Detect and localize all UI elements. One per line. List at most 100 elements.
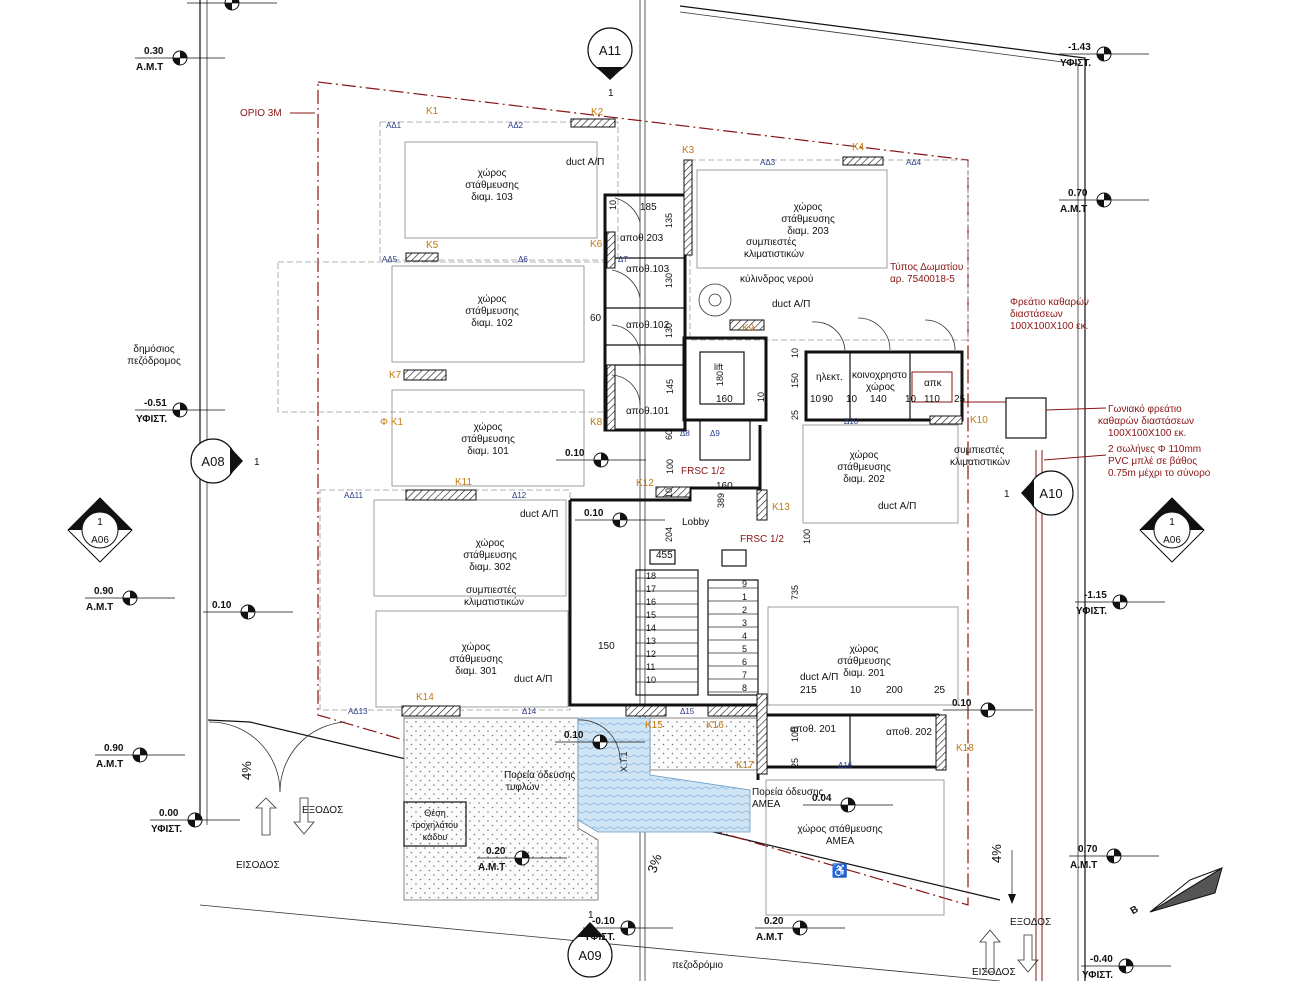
svg-text:Α.Μ.Τ: Α.Μ.Τ bbox=[96, 759, 123, 770]
frsc-2: FRSC 1/2 bbox=[740, 534, 784, 545]
ad-marks: ΑΔ1 ΑΔ2 ΑΔ3 ΑΔ4 ΑΔ5 Δ6 Δ7 Δ8 Δ9 Δ10 ΑΔ11… bbox=[344, 121, 922, 770]
limit-3m-line bbox=[317, 81, 969, 906]
parking-202-line3: διαμ. 202 bbox=[843, 474, 885, 485]
svg-text:A10: A10 bbox=[1039, 486, 1062, 501]
svg-text:K14: K14 bbox=[416, 692, 434, 703]
section-mark-a06-left: 1 A06 bbox=[67, 497, 133, 563]
parking-302-line3: διαμ. 302 bbox=[469, 562, 511, 573]
parking-labels: χώρος στάθμευσης διαμ. 103 χώρος στάθμευ… bbox=[449, 167, 891, 847]
level-marker: 0.10 bbox=[556, 448, 646, 468]
svg-text:140: 140 bbox=[870, 394, 887, 405]
corner-manhole-2: καθαρών διαστάσεων bbox=[1098, 415, 1194, 427]
svg-text:10: 10 bbox=[850, 685, 862, 696]
parking-203-line2: στάθμευσης bbox=[781, 213, 835, 225]
svg-text:389: 389 bbox=[716, 493, 726, 508]
svg-text:160: 160 bbox=[716, 394, 733, 405]
svg-text:100: 100 bbox=[790, 727, 800, 742]
stair-number: 13 bbox=[646, 636, 656, 646]
svg-text:150: 150 bbox=[790, 373, 800, 388]
parking-201-line1: χώρος bbox=[850, 643, 879, 655]
level-markers: 0.30Α.Μ.Τ-1.43ΥΦΙΣΤ.0.70Α.Μ.Τ-0.51ΥΦΙΣΤ.… bbox=[85, 0, 1171, 981]
svg-text:ΥΦΙΣΤ.: ΥΦΙΣΤ. bbox=[1076, 606, 1107, 617]
stair-number: 5 bbox=[742, 644, 747, 654]
duct-label-1: duct Α/Π bbox=[566, 157, 604, 168]
svg-text:-0.10: -0.10 bbox=[592, 916, 615, 927]
stair-number: 14 bbox=[646, 623, 656, 633]
room-elec: ηλεκτ. bbox=[816, 372, 843, 383]
duct-label-2: duct Α/Π bbox=[772, 299, 810, 310]
parking-201-line2: στάθμευσης bbox=[837, 655, 891, 667]
svg-text:1: 1 bbox=[1169, 517, 1175, 528]
parking-right bbox=[689, 159, 969, 916]
amea-path-2: ΑΜΕΑ bbox=[752, 799, 781, 810]
svg-text:-1.15: -1.15 bbox=[1084, 590, 1107, 601]
svg-text:K9: K9 bbox=[742, 323, 755, 334]
stair-number: 12 bbox=[646, 649, 656, 659]
svg-text:0.20: 0.20 bbox=[764, 916, 784, 927]
parking-103-line1: χώρος bbox=[478, 167, 507, 179]
svg-text:0.20: 0.20 bbox=[486, 846, 506, 857]
svg-text:10: 10 bbox=[846, 394, 858, 405]
compressor-3b: κλιματιστικών bbox=[464, 596, 524, 608]
svg-text:145: 145 bbox=[665, 379, 675, 394]
arrow-down-icon-2 bbox=[1017, 934, 1039, 973]
svg-text:Α.Μ.Τ: Α.Μ.Τ bbox=[756, 932, 783, 943]
pipes-2: PVC μπλέ σε βάθος bbox=[1108, 455, 1197, 467]
svg-text:130: 130 bbox=[664, 323, 674, 338]
svg-text:0.10: 0.10 bbox=[584, 508, 604, 519]
parking-102-line1: χώρος bbox=[478, 293, 507, 305]
manhole-box bbox=[1005, 397, 1047, 439]
svg-text:130: 130 bbox=[664, 273, 674, 288]
svg-text:215: 215 bbox=[800, 685, 817, 696]
stair-number: 11 bbox=[646, 662, 655, 672]
pezodromio-label: πεζοδρόμιο bbox=[672, 959, 723, 971]
svg-text:Δ8: Δ8 bbox=[680, 429, 690, 438]
svg-text:ΑΔ2: ΑΔ2 bbox=[508, 121, 524, 130]
parking-202-line1: χώρος bbox=[850, 449, 879, 461]
stair-number: 9 bbox=[742, 579, 747, 589]
parking-102-line2: στάθμευσης bbox=[465, 305, 519, 317]
compressor-2a: συμπιεστές bbox=[954, 444, 1005, 456]
slope-mid: 3% bbox=[644, 852, 665, 875]
pipes-1: 2 σωλήνες Φ 110mm bbox=[1108, 443, 1201, 455]
svg-text:200: 200 bbox=[886, 685, 903, 696]
storage-101: αποθ.101 bbox=[626, 406, 670, 417]
storage-102: αποθ.102 bbox=[626, 320, 670, 331]
column-labels: K1 K2 K3 K4 K5 K6 K7 K8 K9 K10 K11 K12 K… bbox=[380, 106, 988, 771]
svg-text:ΑΔ3: ΑΔ3 bbox=[760, 158, 776, 167]
svg-text:Δ9: Δ9 bbox=[710, 429, 720, 438]
bin-label-3: κάδου bbox=[423, 832, 448, 842]
svg-text:K11: K11 bbox=[455, 477, 472, 488]
stair-number: 1 bbox=[742, 592, 747, 602]
svg-text:ΥΦΙΣΤ.: ΥΦΙΣΤ. bbox=[584, 932, 615, 943]
svg-text:Α.Μ.Τ: Α.Μ.Τ bbox=[136, 62, 163, 73]
stair-number: 7 bbox=[742, 670, 747, 680]
svg-text:0.70: 0.70 bbox=[1078, 844, 1098, 855]
svg-text:60: 60 bbox=[590, 313, 602, 324]
manhole-1: Φρεάτιο καθαρών bbox=[1010, 296, 1089, 308]
section-mark-a11: A11 1 bbox=[587, 27, 633, 99]
parking-203-line1: χώρος bbox=[794, 201, 823, 213]
parking-201-line3: διαμ. 201 bbox=[843, 668, 885, 679]
svg-text:ΥΦΙΣΤ.: ΥΦΙΣΤ. bbox=[151, 824, 182, 835]
room-lobby: Lobby bbox=[682, 517, 709, 528]
level-marker: 0.10 bbox=[575, 508, 665, 528]
svg-text:25: 25 bbox=[790, 758, 800, 768]
svg-text:A09: A09 bbox=[578, 948, 601, 963]
svg-text:0.04: 0.04 bbox=[812, 793, 832, 804]
svg-text:Α.Μ.Τ: Α.Μ.Τ bbox=[1060, 204, 1087, 215]
room-common-1: κοινοχρηστο bbox=[852, 370, 907, 381]
parking-101-line2: στάθμευσης bbox=[461, 433, 515, 445]
room-type-2: αρ. 7540018-5 bbox=[890, 274, 955, 285]
svg-text:0.90: 0.90 bbox=[104, 743, 124, 754]
section-markers: A11 1 A08 1 A10 1 1 A06 1 A06 bbox=[67, 27, 1205, 978]
parking-101-line3: διαμ. 101 bbox=[467, 446, 509, 457]
svg-text:ΑΔ11: ΑΔ11 bbox=[344, 491, 364, 500]
svg-text:100: 100 bbox=[665, 459, 675, 474]
svg-text:25: 25 bbox=[790, 410, 800, 420]
parking-203-line3: διαμ. 203 bbox=[787, 226, 829, 237]
amea-path-1: Πορεία όδευσης bbox=[752, 786, 823, 798]
